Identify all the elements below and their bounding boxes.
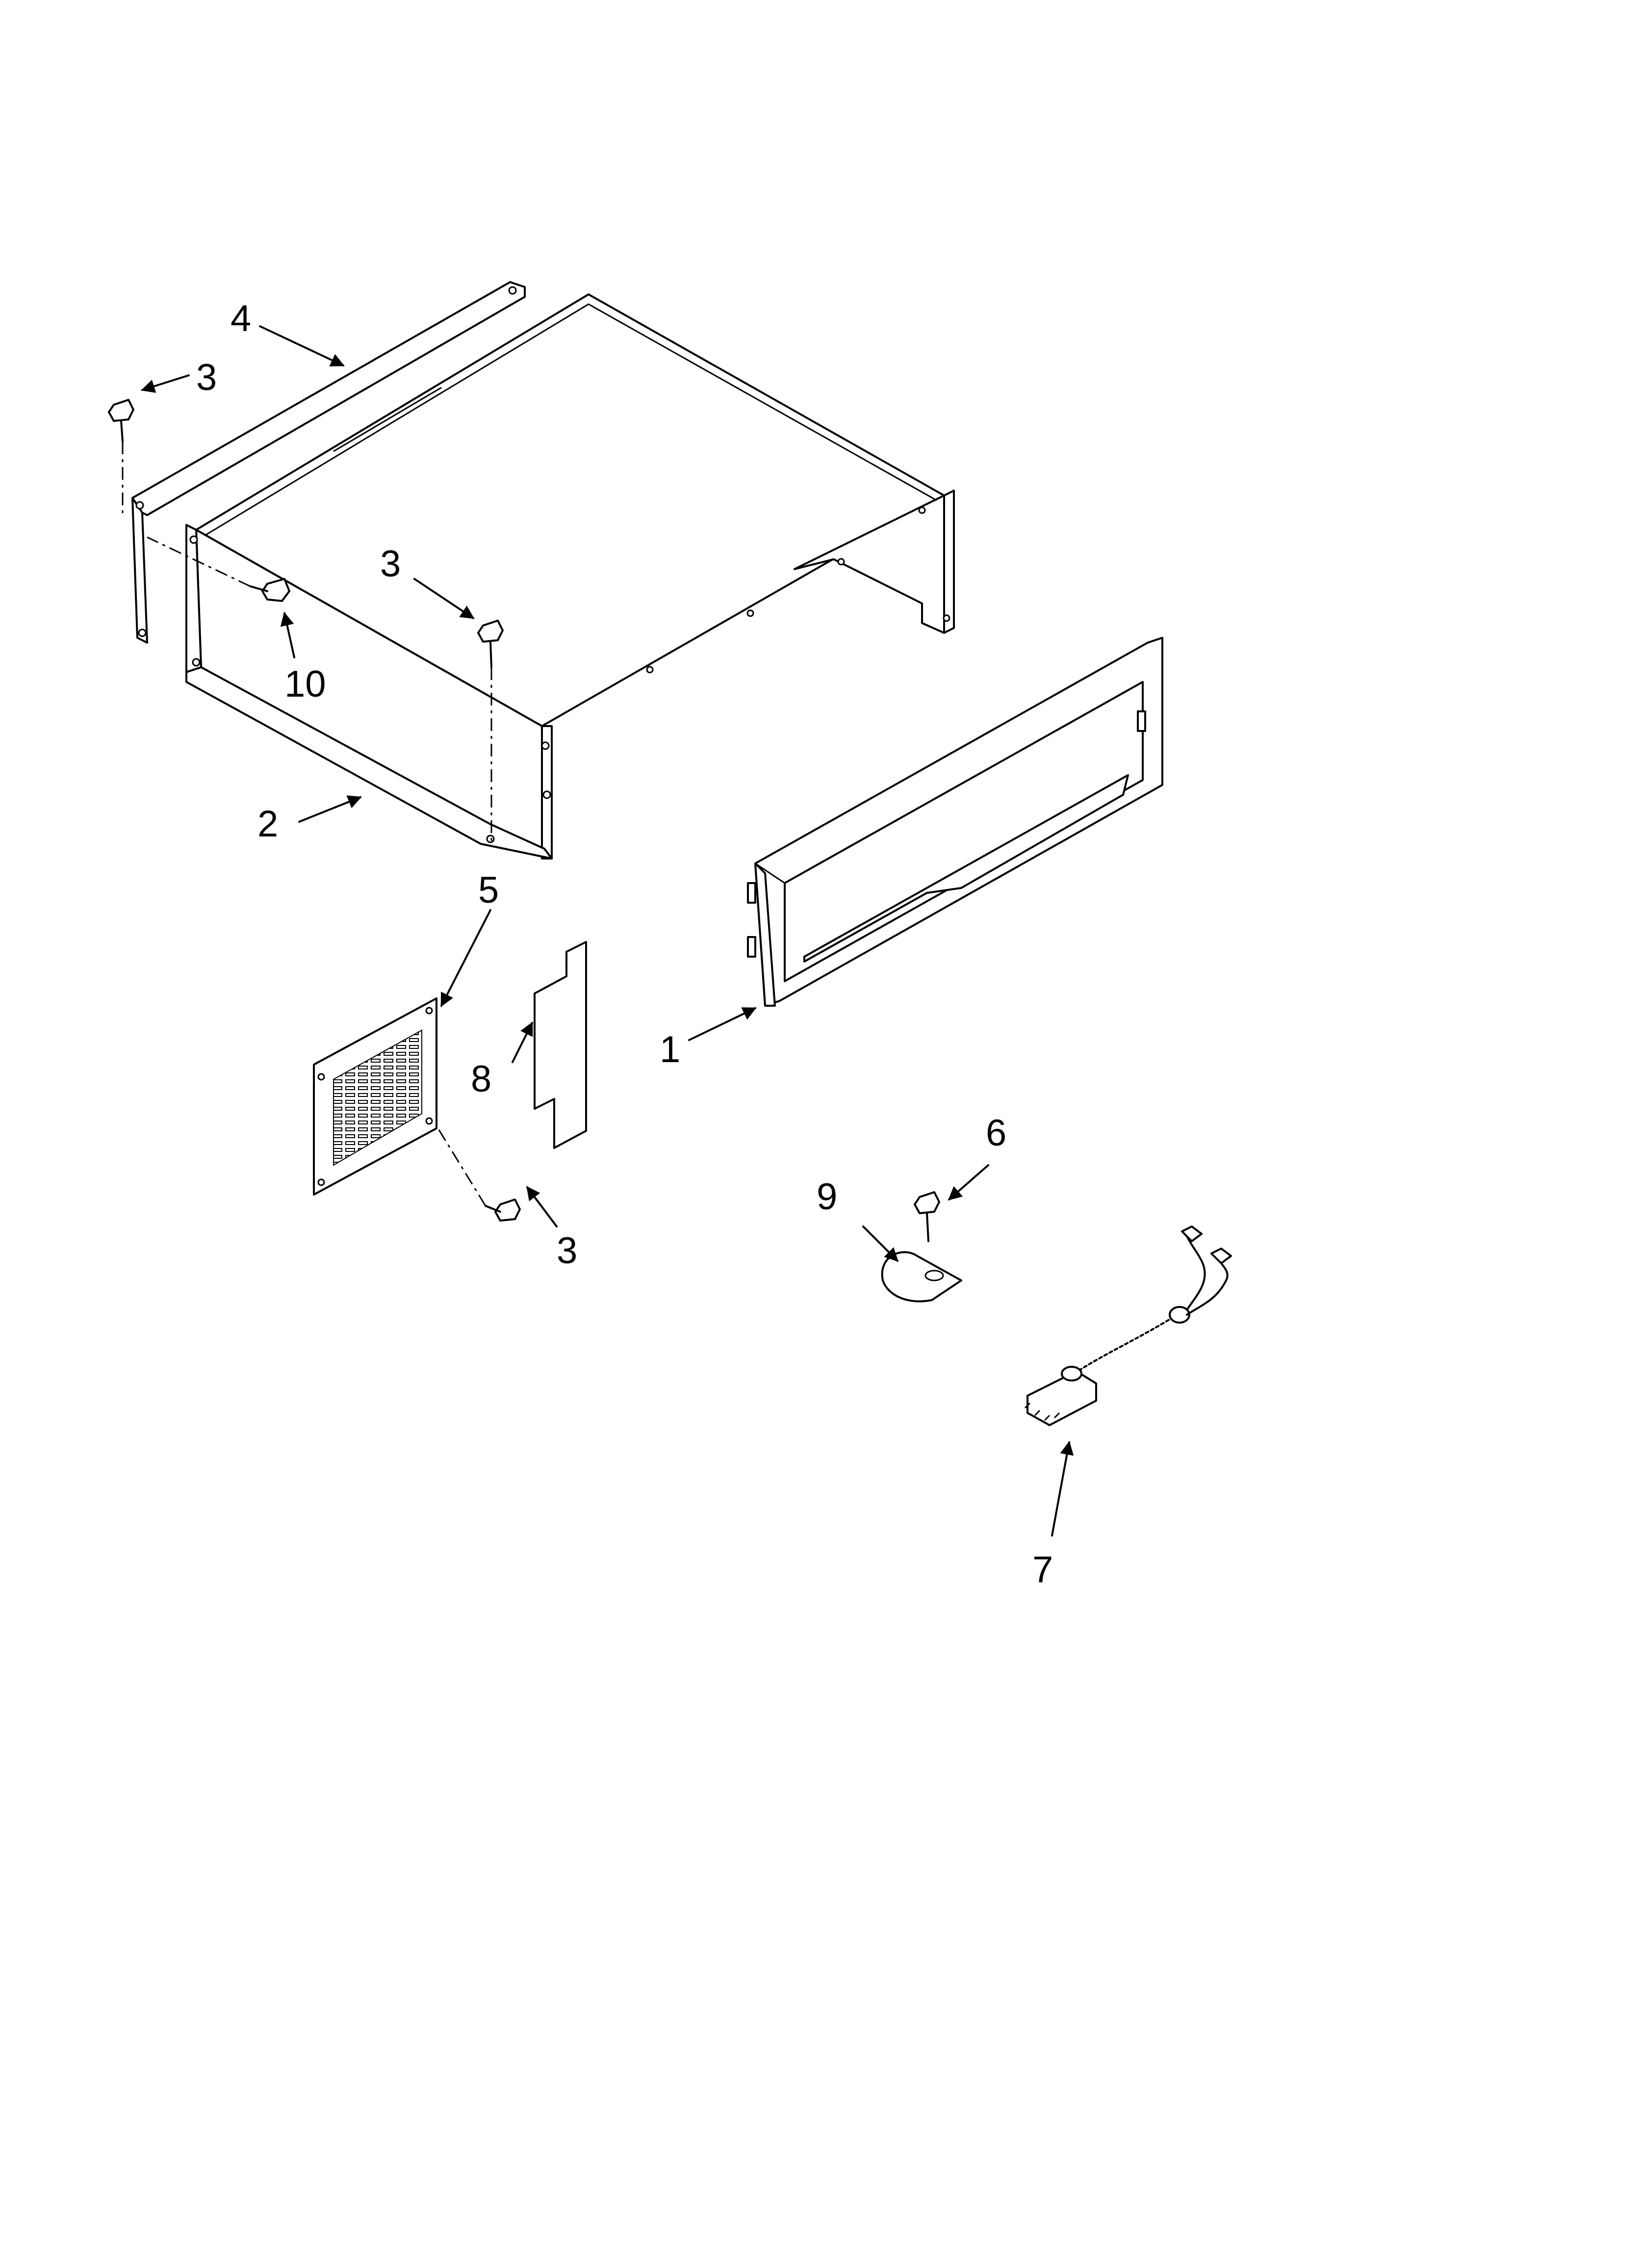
leader-lines bbox=[141, 325, 1074, 1537]
callout-7: 7 bbox=[1032, 1549, 1053, 1590]
cabinet-housing-part bbox=[185, 293, 955, 860]
rear-rail-part bbox=[131, 281, 526, 644]
callout-3-lower: 3 bbox=[557, 1230, 577, 1272]
callout-3-top-left: 3 bbox=[196, 357, 217, 398]
callout-2: 2 bbox=[257, 803, 278, 845]
wire-harness-part bbox=[1024, 1225, 1232, 1426]
callout-10: 10 bbox=[284, 663, 326, 705]
screw-part-3-middle bbox=[477, 620, 504, 844]
callout-4: 4 bbox=[231, 298, 251, 339]
clamp-part bbox=[881, 1251, 962, 1303]
baffle-part bbox=[534, 941, 587, 1149]
callout-9: 9 bbox=[817, 1176, 837, 1218]
callout-6: 6 bbox=[986, 1112, 1006, 1154]
callout-5: 5 bbox=[478, 869, 499, 911]
front-frame-part bbox=[747, 637, 1163, 1007]
callout-1: 1 bbox=[660, 1029, 680, 1070]
screw-part-3-left bbox=[108, 399, 134, 515]
screw-part-6 bbox=[914, 1191, 940, 1242]
callout-3-middle: 3 bbox=[380, 543, 401, 585]
screw-part-3-lower bbox=[436, 1125, 521, 1222]
screw-part-10 bbox=[147, 536, 290, 602]
grille-part bbox=[313, 997, 437, 1196]
callout-8: 8 bbox=[471, 1058, 491, 1100]
